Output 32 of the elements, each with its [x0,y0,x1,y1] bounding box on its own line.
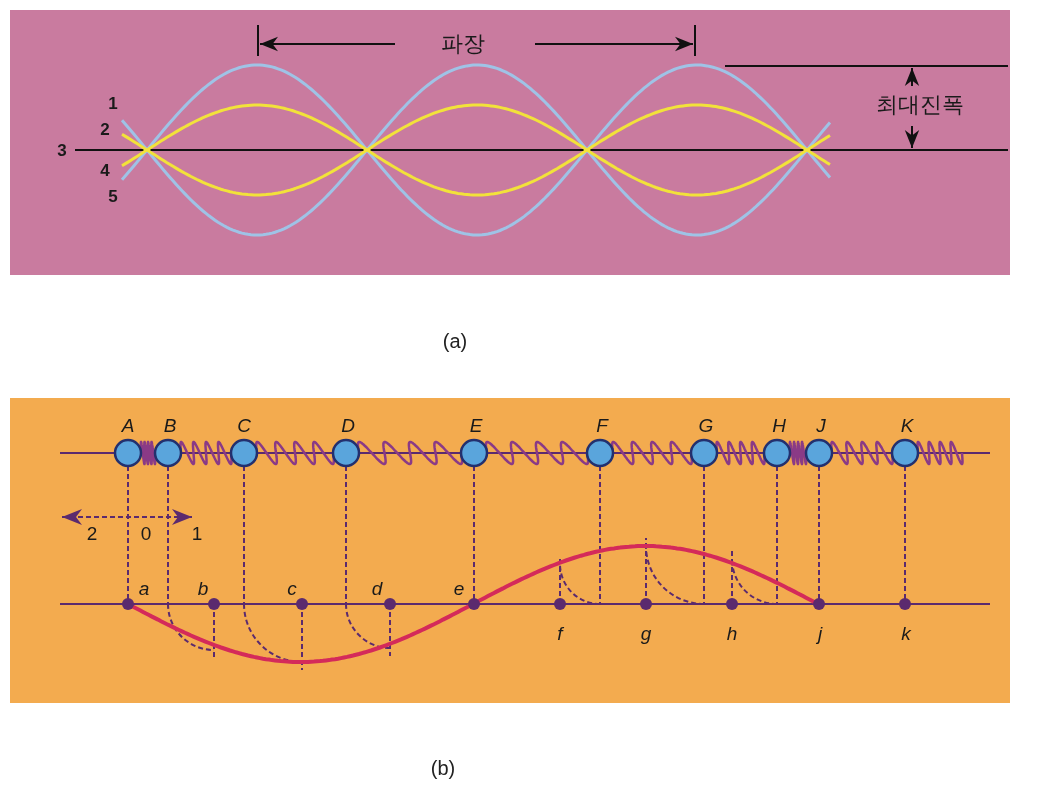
ball-label: C [237,415,251,435]
curve-number: 2 [100,120,110,138]
scale-number: 2 [86,523,98,543]
point-label: d [371,578,383,598]
ball-label: K [900,415,914,435]
ball-label: H [772,415,786,435]
ball-label: J [816,415,826,435]
curve-number: 1 [108,94,118,112]
ball-label: G [698,415,714,435]
curve-number: 3 [57,141,67,159]
curve-number: 4 [100,161,110,179]
ball-label: A [121,415,135,435]
panel-caption: (a) [442,331,468,351]
point-label: k [901,623,911,643]
dimension-label: 최대진폭 [876,94,964,116]
ball-label: F [596,415,608,435]
ball-label: D [341,415,355,435]
panel-caption: (b) [430,758,456,778]
point-label: e [453,578,465,598]
point-label: f [557,623,563,643]
scale-number: 1 [191,523,203,543]
point-label: c [287,578,297,598]
point-label: a [138,578,150,598]
dimension-label: 파장 [441,33,485,55]
ball-label: E [469,415,483,435]
point-label: j [817,623,823,643]
ball-label: B [163,415,177,435]
point-label: g [640,623,652,643]
point-label: b [197,578,209,598]
point-label: h [726,623,738,643]
scale-number: 0 [140,523,152,543]
curve-number: 5 [108,187,118,205]
